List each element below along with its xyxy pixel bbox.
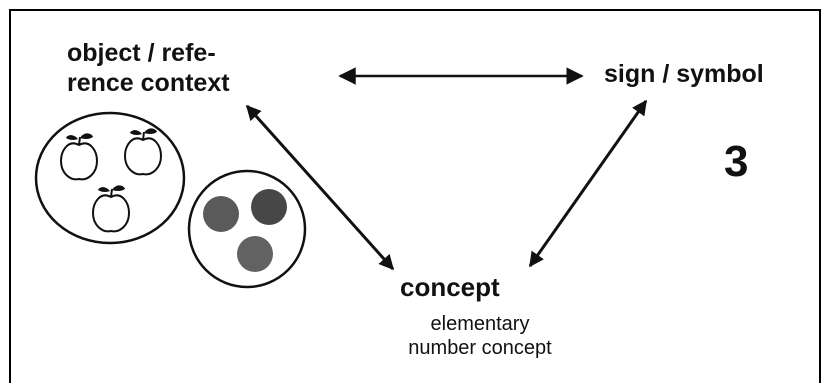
numeral-symbol: 3 xyxy=(724,137,749,186)
disc-icon xyxy=(203,196,239,232)
concept-description: elementary number concept xyxy=(390,312,570,360)
object-label-line-2: rence context xyxy=(67,69,230,97)
concept-description-line-2: number concept xyxy=(408,337,552,359)
sign-symbol-label: sign / symbol xyxy=(604,60,764,88)
discs-set-circle xyxy=(187,169,307,289)
sign-concept-arrow xyxy=(528,99,648,268)
apple-icon xyxy=(91,185,131,233)
apples-set-circle xyxy=(34,111,186,245)
disc-icon xyxy=(237,236,273,272)
concept-description-line-1: elementary xyxy=(430,313,530,335)
apple-icon xyxy=(123,128,163,176)
object-label-line-1: object / refe- xyxy=(67,39,216,67)
object-reference-context-label: object / refe- rence context xyxy=(67,38,297,98)
concept-label: concept xyxy=(400,272,500,302)
apple-icon xyxy=(59,133,99,181)
disc-icon xyxy=(251,189,287,225)
object-concept-arrow xyxy=(245,104,395,271)
